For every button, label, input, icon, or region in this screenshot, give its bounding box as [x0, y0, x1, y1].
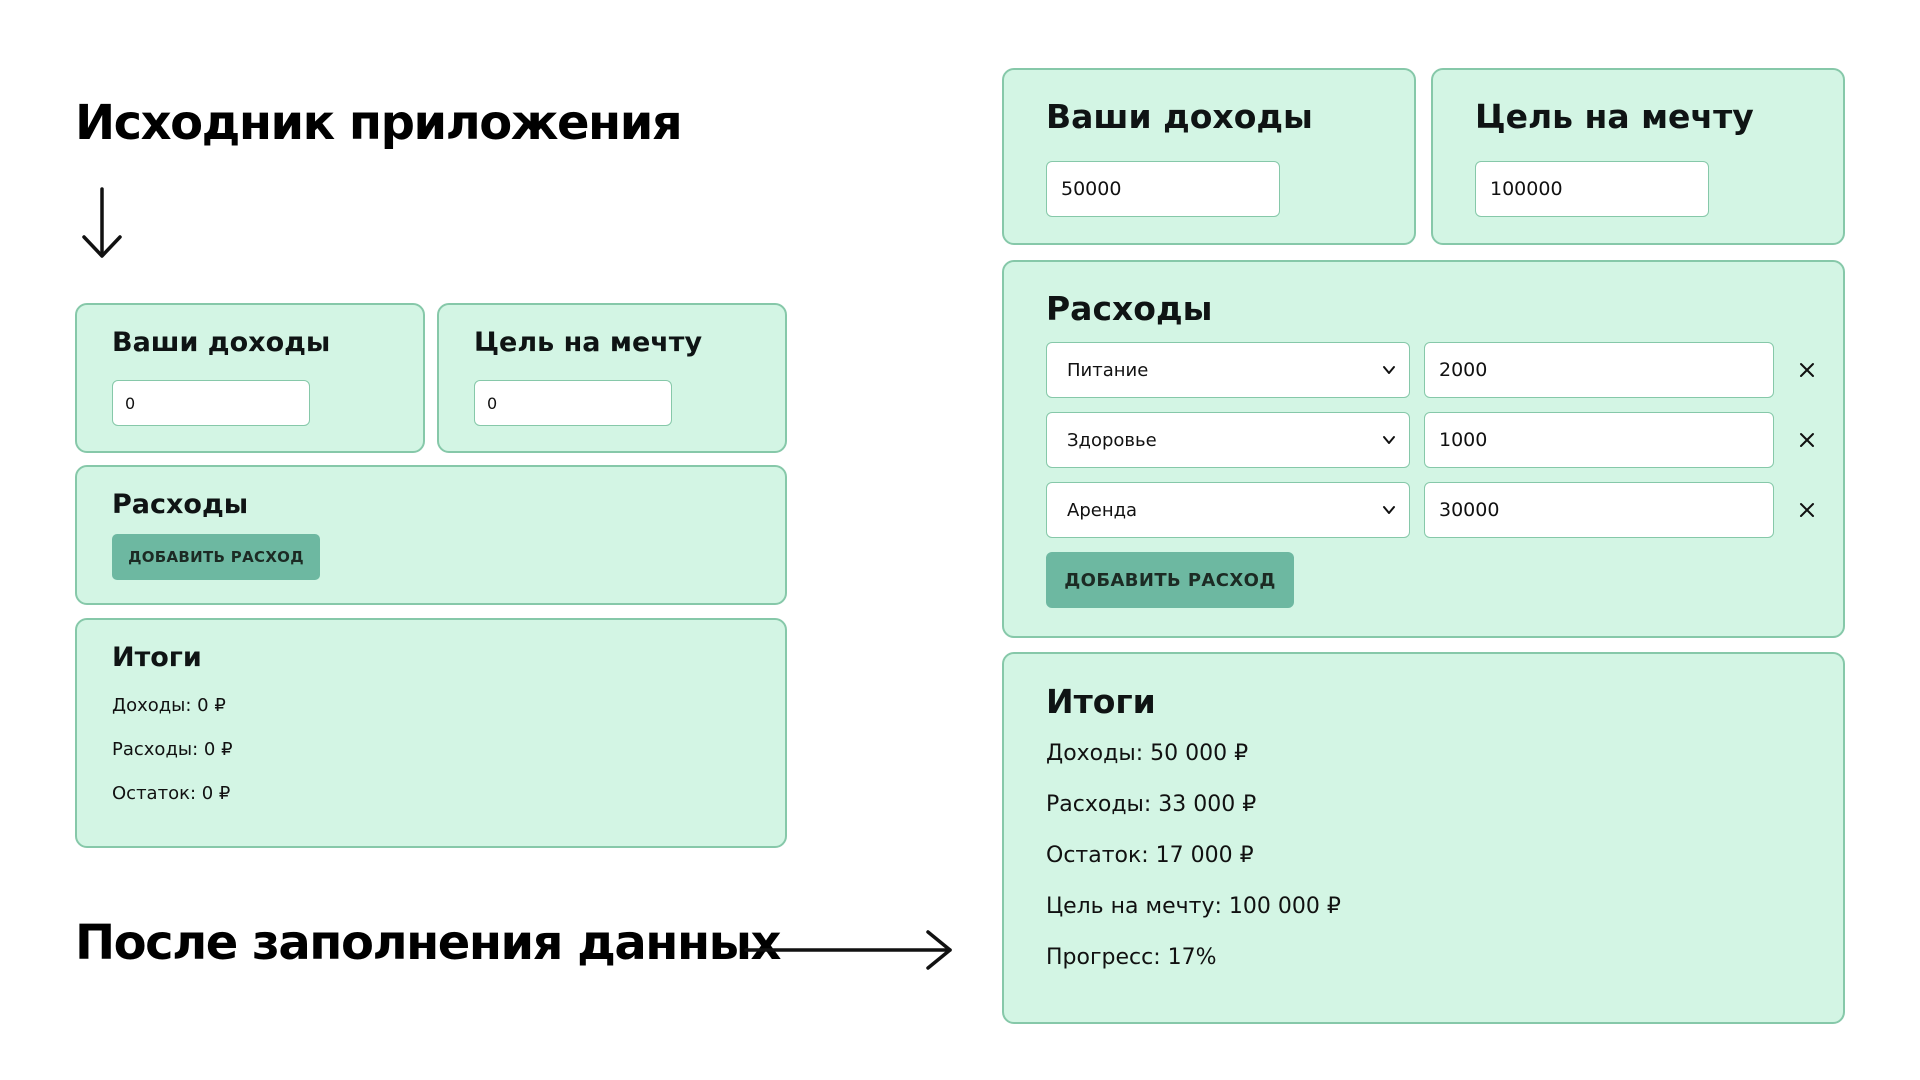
before-add-expense-button[interactable]: ДОБАВИТЬ РАСХОД [112, 534, 320, 580]
after-income-title: Ваши доходы [1046, 97, 1313, 136]
chevron-down-icon [1383, 436, 1395, 444]
expense-category-select[interactable]: Аренда [1046, 482, 1410, 538]
arrow-down-icon [82, 187, 122, 258]
expense-category-value: Питание [1067, 359, 1149, 381]
source-heading: Исходник приложения [75, 95, 683, 151]
before-expenses-card: Расходы ДОБАВИТЬ РАСХОД [75, 465, 787, 605]
after-goal-title: Цель на мечту [1475, 97, 1754, 136]
chevron-down-icon [1383, 506, 1395, 514]
before-totals-title: Итоги [112, 642, 202, 673]
after-totals-goal: Цель на мечту: 100 000 ₽ [1046, 894, 1341, 919]
after-totals-income: Доходы: 50 000 ₽ [1046, 741, 1249, 766]
expense-row: Аренда [1046, 482, 1836, 538]
chevron-down-icon [1383, 366, 1395, 374]
before-income-title: Ваши доходы [112, 327, 331, 358]
before-totals-card: Итоги Доходы: 0 ₽ Расходы: 0 ₽ Остаток: … [75, 618, 787, 848]
close-icon[interactable] [1791, 494, 1823, 526]
expense-amount-input[interactable] [1424, 342, 1774, 398]
after-totals-balance: Остаток: 17 000 ₽ [1046, 843, 1254, 868]
close-icon[interactable] [1791, 424, 1823, 456]
before-expenses-title: Расходы [112, 489, 249, 520]
after-totals-expenses: Расходы: 33 000 ₽ [1046, 792, 1257, 817]
after-totals-title: Итоги [1046, 682, 1156, 721]
expense-category-select[interactable]: Здоровье [1046, 412, 1410, 468]
before-income-card: Ваши доходы [75, 303, 425, 453]
after-expenses-card: Расходы Питание Здоровье Аренда [1002, 260, 1845, 638]
before-goal-card: Цель на мечту [437, 303, 787, 453]
arrow-right-icon [744, 930, 952, 970]
before-totals-income: Доходы: 0 ₽ [112, 695, 226, 716]
after-totals-card: Итоги Доходы: 50 000 ₽ Расходы: 33 000 ₽… [1002, 652, 1845, 1024]
before-totals-balance: Остаток: 0 ₽ [112, 783, 231, 804]
expense-category-value: Здоровье [1067, 429, 1157, 451]
expense-amount-input[interactable] [1424, 482, 1774, 538]
expense-amount-input[interactable] [1424, 412, 1774, 468]
after-income-card: Ваши доходы [1002, 68, 1416, 245]
expense-category-value: Аренда [1067, 499, 1138, 521]
expense-category-select[interactable]: Питание [1046, 342, 1410, 398]
after-goal-input[interactable] [1475, 161, 1709, 217]
before-income-input[interactable] [112, 380, 310, 426]
after-heading: После заполнения данных [75, 915, 782, 971]
close-icon[interactable] [1791, 354, 1823, 386]
after-add-expense-button[interactable]: ДОБАВИТЬ РАСХОД [1046, 552, 1294, 608]
expense-row: Питание [1046, 342, 1836, 398]
after-income-input[interactable] [1046, 161, 1280, 217]
after-goal-card: Цель на мечту [1431, 68, 1845, 245]
expense-row: Здоровье [1046, 412, 1836, 468]
after-totals-progress: Прогресс: 17% [1046, 945, 1217, 970]
before-goal-title: Цель на мечту [474, 327, 703, 358]
before-goal-input[interactable] [474, 380, 672, 426]
before-totals-expenses: Расходы: 0 ₽ [112, 739, 233, 760]
after-expenses-title: Расходы [1046, 289, 1213, 328]
